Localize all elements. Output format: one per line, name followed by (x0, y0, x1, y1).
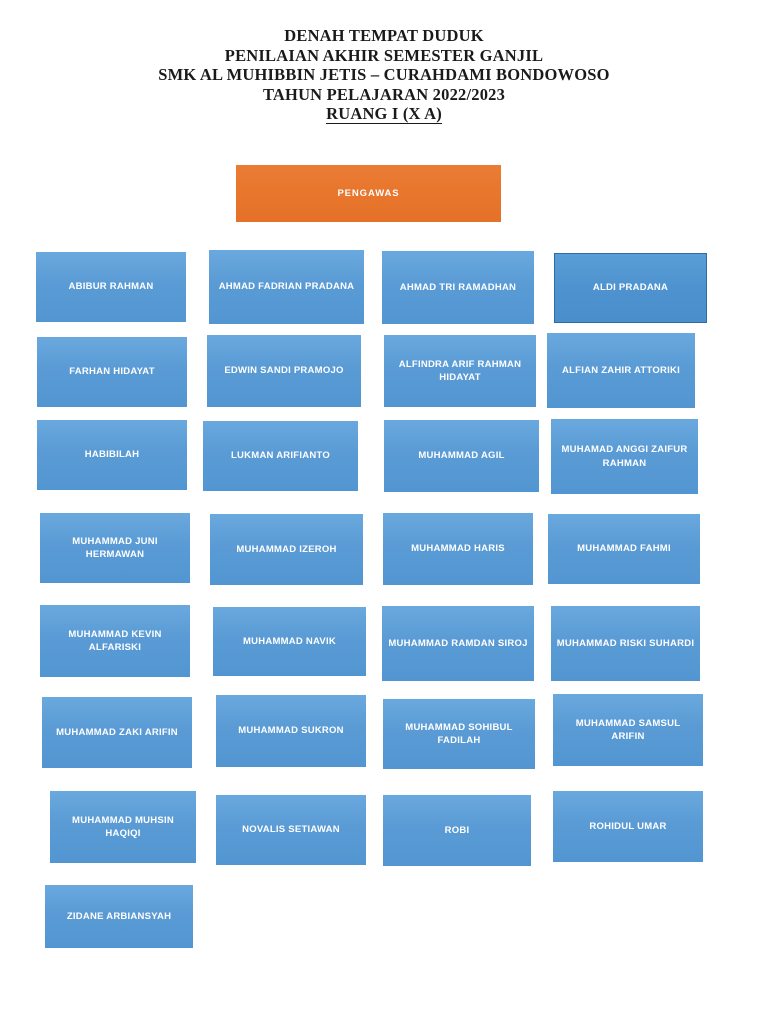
seat-label: MUHAMMAD KEVIN ALFARISKI (68, 628, 162, 654)
seat-box[interactable]: MUHAMMAD FAHMI (548, 514, 700, 584)
supervisor-label: PENGAWAS (337, 187, 400, 199)
seat-label: MUHAMMAD HARIS (411, 543, 505, 555)
page-title: DENAH TEMPAT DUDUK PENILAIAN AKHIR SEMES… (0, 26, 768, 124)
seat-label: ROBI (444, 824, 470, 836)
seat-label: ZIDANE ARBIANSYAH (66, 910, 172, 922)
seat-box[interactable]: MUHAMMAD NAVIK (213, 607, 366, 676)
seat-label: ABIBUR RAHMAN (68, 281, 154, 293)
seat-box[interactable]: ALFIAN ZAHIR ATTORIKI (547, 333, 695, 408)
seat-label: NOVALIS SETIAWAN (242, 824, 340, 836)
seat-box[interactable]: ROHIDUL UMAR (553, 791, 703, 862)
seat-box[interactable]: MUHAMMAD IZEROH (210, 514, 363, 585)
seat-box[interactable]: ABIBUR RAHMAN (36, 252, 186, 322)
seat-box[interactable]: MUHAMMAD RISKI SUHARDI (551, 606, 700, 681)
seat-box[interactable]: ZIDANE ARBIANSYAH (45, 885, 193, 948)
seat-label: EDWIN SANDI PRAMOJO (224, 365, 344, 377)
seat-box[interactable]: NOVALIS SETIAWAN (216, 795, 366, 865)
seat-label: FARHAN HIDAYAT (69, 366, 155, 378)
title-line-3: SMK AL MUHIBBIN JETIS – CURAHDAMI BONDOW… (158, 65, 610, 84)
seat-label: HABIBILAH (84, 449, 140, 461)
seat-box[interactable]: LUKMAN ARIFIANTO (203, 421, 358, 491)
seat-box[interactable]: MUHAMMAD RAMDAN SIROJ (382, 606, 534, 681)
seat-label: LUKMAN ARIFIANTO (231, 450, 330, 462)
seat-box[interactable]: FARHAN HIDAYAT (37, 337, 187, 407)
seat-box[interactable]: MUHAMMAD HARIS (383, 513, 533, 585)
seat-box[interactable]: MUHAMMAD JUNI HERMAWAN (40, 513, 190, 583)
seat-box[interactable]: AHMAD TRI RAMADHAN (382, 251, 534, 324)
title-line-4: TAHUN PELAJARAN 2022/2023 (262, 84, 506, 104)
seat-box[interactable]: ALFINDRA ARIF RAHMAN HIDAYAT (384, 335, 536, 407)
supervisor-box[interactable]: PENGAWAS (236, 165, 501, 222)
seat-label: ALFIAN ZAHIR ATTORIKI (561, 364, 680, 376)
seat-box[interactable]: ALDI PRADANA (554, 253, 707, 323)
seat-box[interactable]: MUHAMMAD AGIL (384, 420, 539, 492)
seat-label: MUHAMMAD ZAKI ARIFIN (56, 726, 178, 738)
seat-box[interactable]: MUHAMAD ANGGI ZAIFUR RAHMAN (551, 419, 698, 494)
seat-label: MUHAMMAD SOHIBUL FADILAH (405, 721, 513, 747)
seat-box[interactable]: MUHAMMAD SAMSUL ARIFIN (553, 694, 703, 766)
seat-box[interactable]: EDWIN SANDI PRAMOJO (207, 335, 361, 407)
seat-box[interactable]: ROBI (383, 795, 531, 866)
seat-label: ALFINDRA ARIF RAHMAN HIDAYAT (398, 358, 522, 384)
seat-label: MUHAMMAD SAMSUL ARIFIN (575, 717, 681, 743)
seat-box[interactable]: MUHAMMAD MUHSIN HAQIQI (50, 791, 196, 863)
seat-box[interactable]: MUHAMMAD SUKRON (216, 695, 366, 767)
seat-label: MUHAMMAD SUKRON (238, 725, 344, 737)
seat-box[interactable]: MUHAMMAD SOHIBUL FADILAH (383, 699, 535, 769)
seat-label: AHMAD FADRIAN PRADANA (218, 281, 355, 293)
title-line-room: RUANG I (X A) (326, 104, 442, 124)
seat-box[interactable]: AHMAD FADRIAN PRADANA (209, 250, 364, 324)
seat-label: AHMAD TRI RAMADHAN (399, 281, 517, 293)
seat-label: MUHAMMAD JUNI HERMAWAN (72, 535, 158, 561)
seat-label: MUHAMMAD IZEROH (236, 543, 337, 555)
seat-label: ALDI PRADANA (592, 282, 669, 294)
seat-label: MUHAMMAD NAVIK (242, 635, 337, 647)
seat-label: MUHAMMAD MUHSIN HAQIQI (72, 814, 174, 840)
seat-label: MUHAMMAD FAHMI (577, 543, 671, 555)
seat-box[interactable]: HABIBILAH (37, 420, 187, 490)
seat-label: ROHIDUL UMAR (589, 820, 667, 832)
seat-label: MUHAMMAD RISKI SUHARDI (556, 637, 695, 649)
seat-label: MUHAMMAD AGIL (418, 450, 505, 462)
title-line-2: PENILAIAN AKHIR SEMESTER GANJIL (224, 45, 544, 65)
seat-box[interactable]: MUHAMMAD KEVIN ALFARISKI (40, 605, 190, 677)
seat-label: MUHAMMAD RAMDAN SIROJ (388, 637, 528, 649)
seat-label: MUHAMAD ANGGI ZAIFUR RAHMAN (561, 444, 688, 469)
title-line-1: DENAH TEMPAT DUDUK (284, 26, 484, 45)
seat-box[interactable]: MUHAMMAD ZAKI ARIFIN (42, 697, 192, 768)
